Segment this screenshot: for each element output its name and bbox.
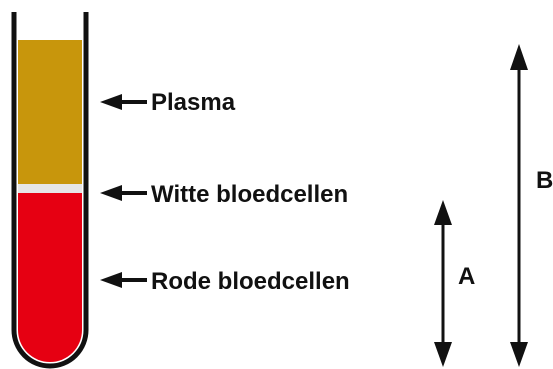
pointer-arrow-plasma — [100, 94, 147, 110]
red-cells-label: Rode bloedcellen — [151, 268, 350, 295]
pointer-arrow-red-cells — [100, 272, 147, 288]
measure-arrow-b — [510, 44, 528, 367]
white-cells-layer — [10, 184, 90, 193]
plasma-label: Plasma — [151, 89, 236, 116]
measure-a-label: A — [458, 263, 475, 290]
red-cells-layer — [10, 193, 90, 369]
plasma-layer — [10, 40, 90, 184]
pointer-arrow-white-cells — [100, 185, 147, 201]
test-tube — [10, 12, 90, 369]
measure-b-label: B — [536, 167, 553, 194]
white-cells-label: Witte bloedcellen — [151, 181, 348, 208]
measure-arrow-a — [434, 200, 452, 367]
